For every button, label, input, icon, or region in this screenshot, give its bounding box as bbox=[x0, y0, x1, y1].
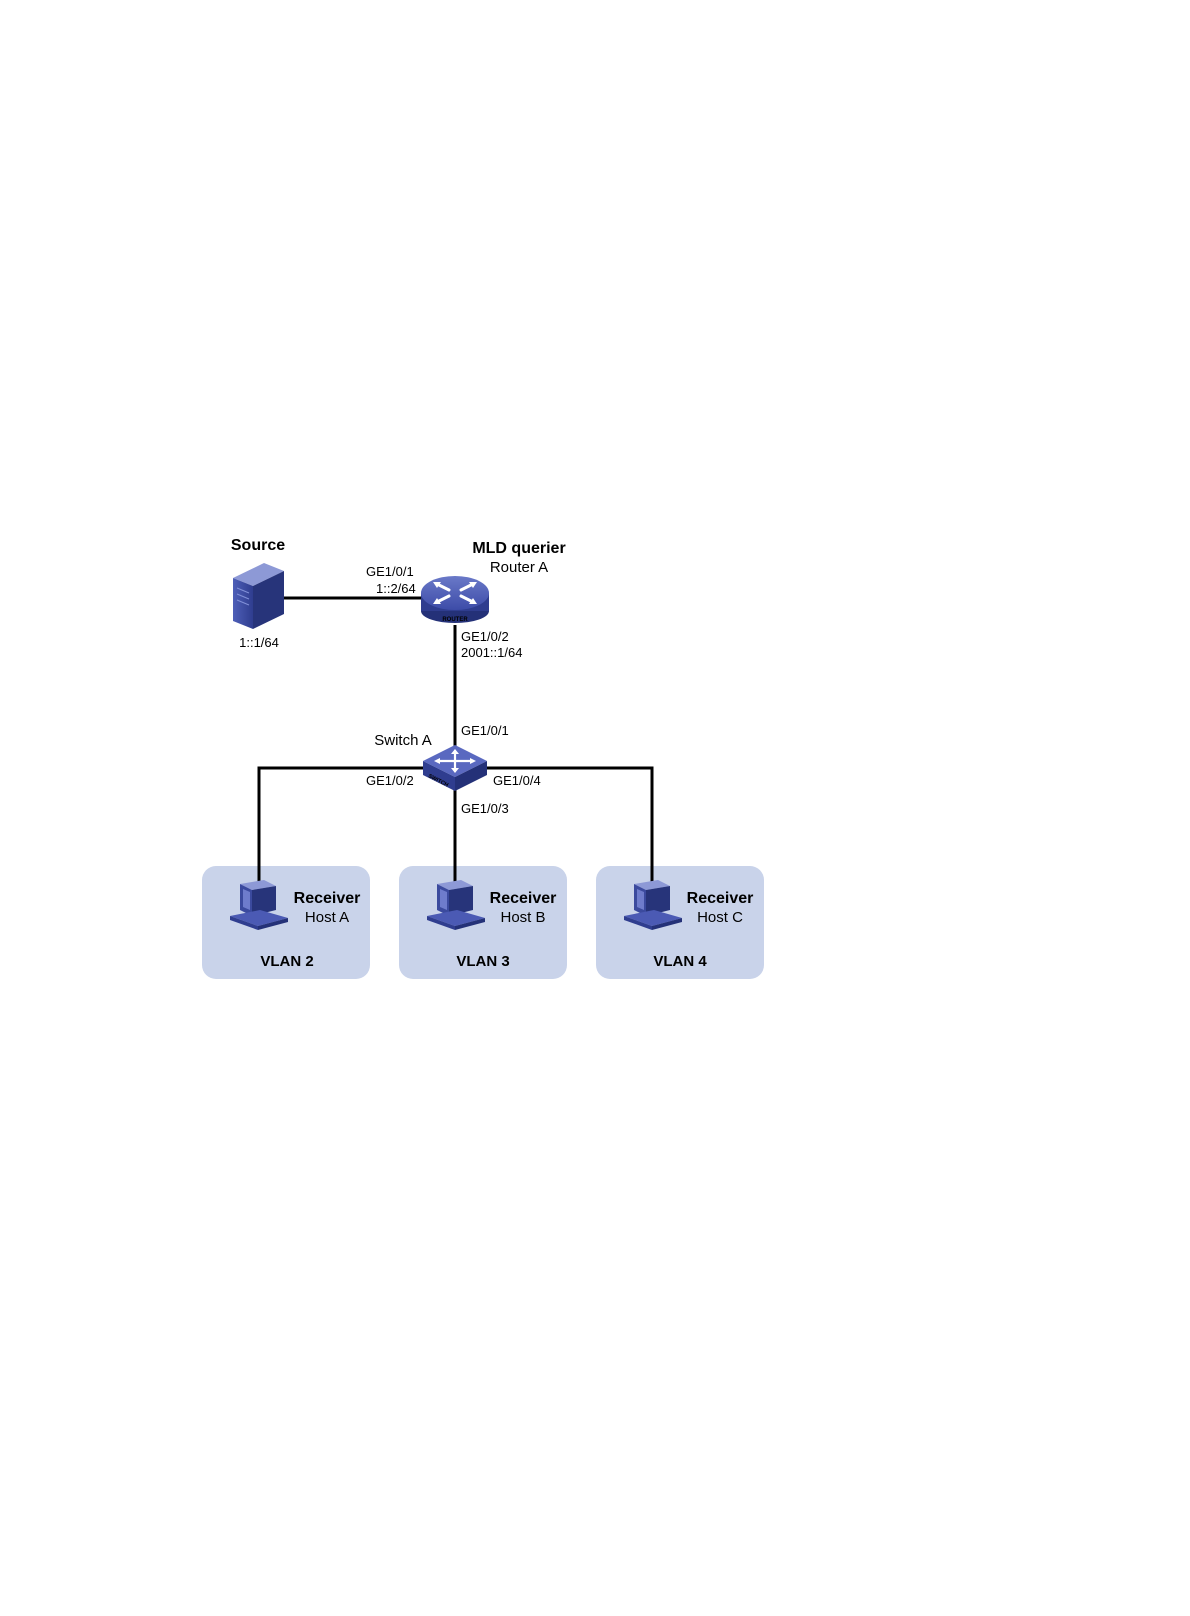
router-port-to-switch: GE1/0/2 bbox=[461, 629, 509, 644]
source-ip: 1::1/64 bbox=[239, 635, 279, 650]
vlan-2-label: VLAN 2 bbox=[260, 953, 313, 970]
router-role: MLD querier bbox=[472, 540, 565, 557]
switch-name: Switch A bbox=[374, 732, 432, 749]
host-c-role: Receiver bbox=[687, 890, 754, 907]
server-icon bbox=[233, 563, 284, 629]
router-ip-to-source: 1::2/64 bbox=[376, 581, 416, 596]
switch-port-left: GE1/0/2 bbox=[366, 773, 414, 788]
router-name: Router A bbox=[490, 559, 548, 576]
vlan-3-label: VLAN 3 bbox=[456, 953, 509, 970]
switch-port-up: GE1/0/1 bbox=[461, 723, 509, 738]
host-b-role: Receiver bbox=[490, 890, 557, 907]
switch-port-down: GE1/0/3 bbox=[461, 801, 509, 816]
host-c-name: Host C bbox=[697, 909, 743, 926]
router-port-to-source: GE1/0/1 bbox=[366, 564, 414, 579]
host-a-name: Host A bbox=[305, 909, 349, 926]
switch-port-right: GE1/0/4 bbox=[493, 773, 541, 788]
router-icon-label: ROUTER bbox=[442, 617, 468, 623]
host-a-role: Receiver bbox=[294, 890, 361, 907]
vlan-4-label: VLAN 4 bbox=[653, 953, 707, 970]
router-ip-to-switch: 2001::1/64 bbox=[461, 645, 522, 660]
router-icon: ROUTER bbox=[421, 576, 489, 623]
links bbox=[259, 598, 652, 885]
source-title: Source bbox=[231, 537, 285, 554]
switch-icon: SWITCH bbox=[423, 745, 487, 791]
host-b-name: Host B bbox=[500, 909, 545, 926]
